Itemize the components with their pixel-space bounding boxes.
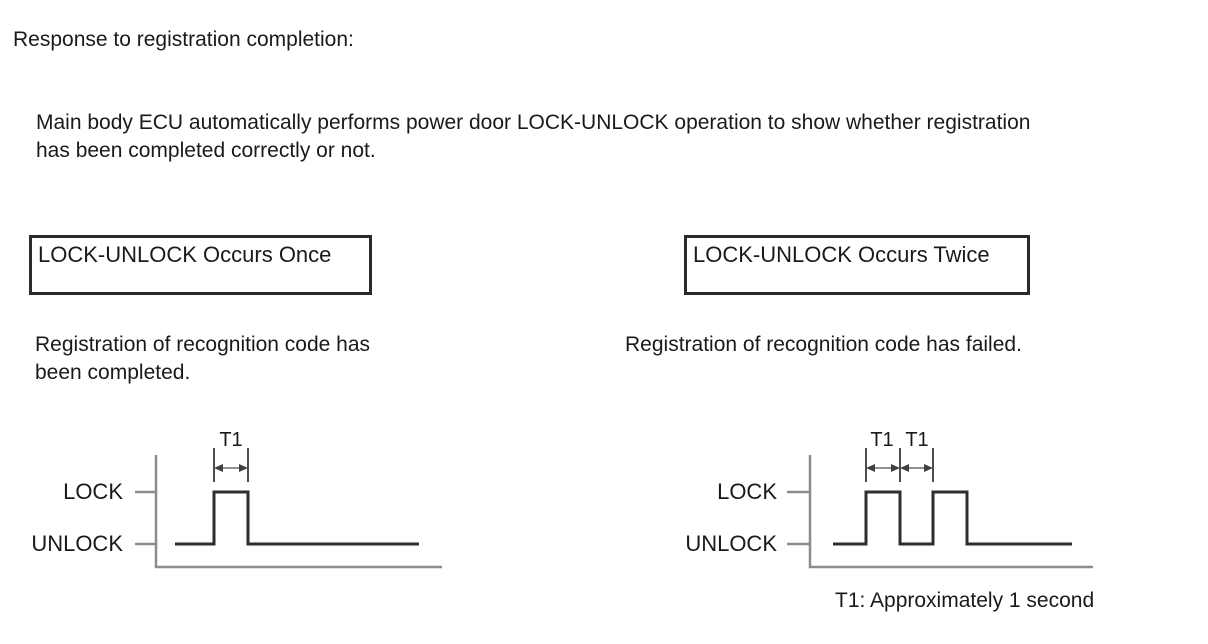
waveform-once xyxy=(175,490,419,546)
timing-diagram-once: LOCK UNLOCK T1 xyxy=(31,429,442,569)
t1-arrowhead-1-left xyxy=(866,464,875,472)
waveform-twice xyxy=(833,490,1072,546)
t1-label-twice-2: T1 xyxy=(905,429,928,451)
caption-once: Registration of recognition code has bee… xyxy=(35,331,370,387)
result-box-once-label: LOCK-UNLOCK Occurs Once xyxy=(38,242,332,267)
t1-label-twice-1: T1 xyxy=(870,429,893,451)
t1-arrowhead-right xyxy=(239,464,248,472)
timing-diagram-twice: LOCK UNLOCK T1 T1 xyxy=(685,429,1093,569)
result-box-once: LOCK-UNLOCK Occurs Once xyxy=(29,235,372,295)
result-box-twice-label: LOCK-UNLOCK Occurs Twice xyxy=(693,242,990,267)
t1-arrowhead-2-right xyxy=(924,464,933,472)
lock-label-twice: LOCK xyxy=(717,479,777,504)
paragraph-line-1: Main body ECU automatically performs pow… xyxy=(36,111,1031,134)
caption-once-line-2: been completed. xyxy=(35,361,191,384)
page-title: Response to registration completion: xyxy=(13,28,354,51)
lock-label-once: LOCK xyxy=(63,479,123,504)
caption-twice: Registration of recognition code has fai… xyxy=(625,331,1022,359)
axis-line-twice xyxy=(808,455,1093,569)
t1-label-once: T1 xyxy=(219,429,242,451)
t1-arrowhead-2-left xyxy=(900,464,909,472)
unlock-label-twice: UNLOCK xyxy=(685,531,777,556)
unlock-label-once: UNLOCK xyxy=(31,531,123,556)
caption-twice-line-1: Registration of recognition code has fai… xyxy=(625,333,1022,356)
paragraph-line-2: has been completed correctly or not. xyxy=(36,139,376,162)
axis-line-once xyxy=(154,455,442,569)
caption-once-line-1: Registration of recognition code has xyxy=(35,333,371,356)
t1-arrowhead-left xyxy=(214,464,223,472)
t1-note: T1: Approximately 1 second xyxy=(835,589,1095,612)
result-box-twice: LOCK-UNLOCK Occurs Twice xyxy=(684,235,1030,295)
t1-arrowhead-1-right xyxy=(891,464,900,472)
intro-paragraph: Main body ECU automatically performs pow… xyxy=(36,109,1030,165)
